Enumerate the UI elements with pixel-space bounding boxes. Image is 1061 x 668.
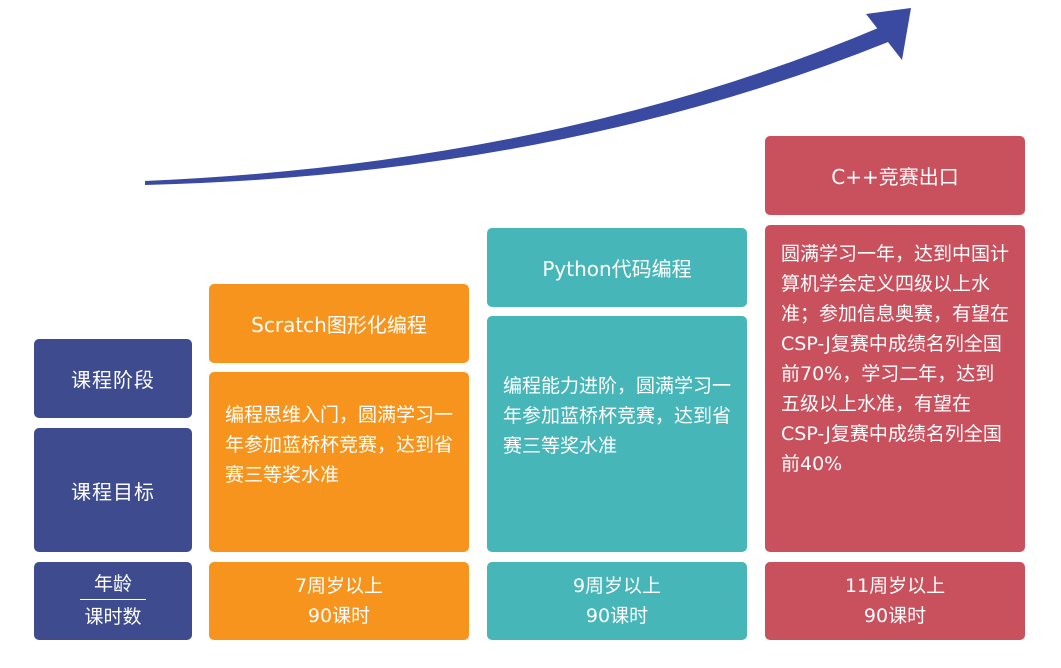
course-age-python: 9周岁以上 90课时	[487, 562, 747, 640]
course-hours-cpp-text: 90课时	[863, 605, 927, 627]
course-goal-python-text: 编程能力进阶，圆满学习一年参加蓝桥杯竞赛，达到省赛三等奖水准	[503, 375, 732, 457]
course-title-scratch: Scratch图形化编程	[209, 284, 469, 363]
label-age-text: 年龄	[79, 571, 146, 600]
course-title-python: Python代码编程	[487, 228, 747, 307]
course-age-scratch-text: 7周岁以上	[294, 575, 384, 597]
label-course-stage-text: 课程阶段	[71, 368, 155, 392]
course-goal-cpp-text: 圆满学习一年，达到中国计算机学会定义四级以上水准；参加信息奥赛，有望在CSP-J…	[781, 243, 1010, 475]
growth-arrow	[145, 8, 911, 185]
course-title-cpp-text: C++竞赛出口	[831, 165, 959, 189]
course-title-python-text: Python代码编程	[542, 257, 692, 281]
course-age-cpp: 11周岁以上 90课时	[765, 562, 1025, 640]
label-course-stage: 课程阶段	[34, 339, 192, 418]
course-goal-scratch-text: 编程思维入门，圆满学习一年参加蓝桥杯竞赛，达到省赛三等奖水准	[225, 404, 454, 486]
course-age-scratch: 7周岁以上 90课时	[209, 562, 469, 640]
growth-arrow-head	[866, 8, 911, 60]
course-goal-python: 编程能力进阶，圆满学习一年参加蓝桥杯竞赛，达到省赛三等奖水准	[487, 316, 747, 552]
label-age-hours: 年龄 课时数	[34, 562, 192, 640]
label-hours-text: 课时数	[84, 605, 142, 628]
course-age-cpp-text: 11周岁以上	[844, 575, 946, 597]
course-goal-scratch: 编程思维入门，圆满学习一年参加蓝桥杯竞赛，达到省赛三等奖水准	[209, 372, 469, 552]
course-age-python-text: 9周岁以上	[572, 575, 662, 597]
course-title-scratch-text: Scratch图形化编程	[251, 313, 427, 337]
course-title-cpp: C++竞赛出口	[765, 136, 1025, 215]
label-course-goal-text: 课程目标	[71, 479, 155, 504]
course-goal-cpp: 圆满学习一年，达到中国计算机学会定义四级以上水准；参加信息奥赛，有望在CSP-J…	[765, 225, 1025, 552]
course-hours-python-text: 90课时	[585, 605, 649, 627]
course-hours-scratch-text: 90课时	[307, 605, 371, 627]
label-course-goal: 课程目标	[34, 428, 192, 552]
